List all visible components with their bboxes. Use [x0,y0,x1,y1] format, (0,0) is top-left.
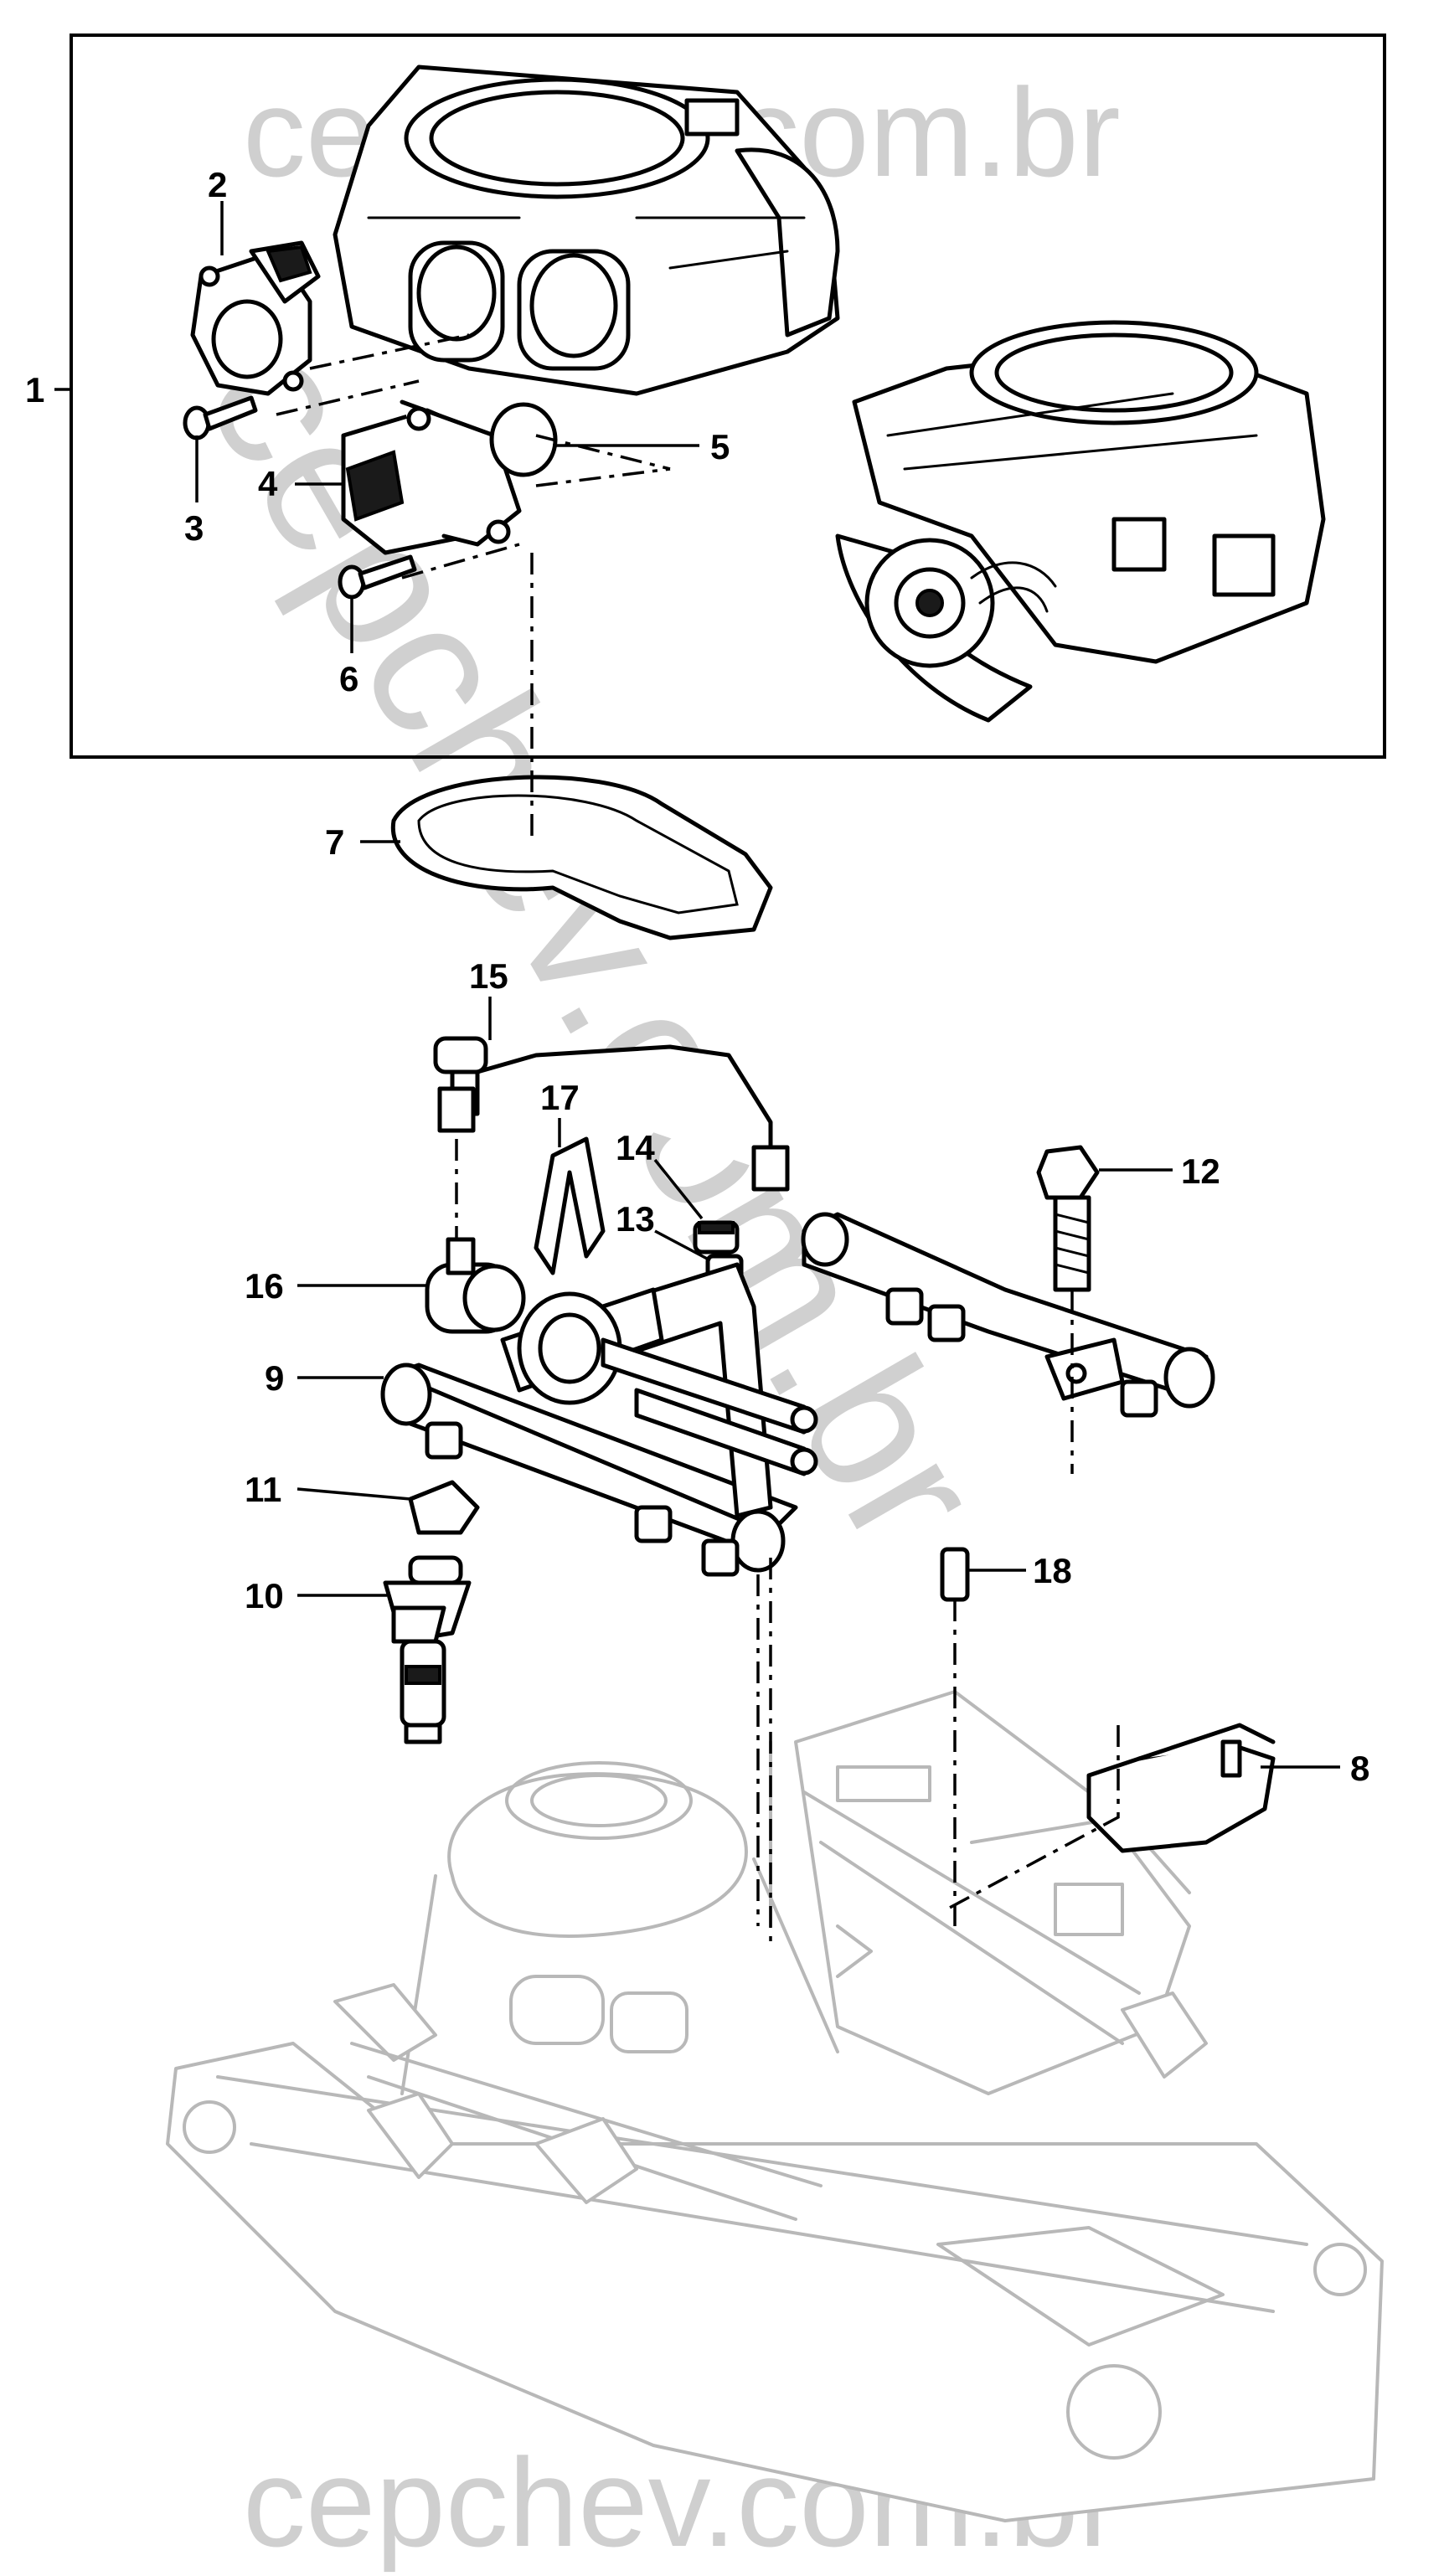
throttle-body-assembled [835,320,1326,723]
callouts: 1 2 3 4 5 6 7 8 9 10 11 12 13 14 15 16 1 [25,165,1369,1788]
part-7-gasket [390,775,773,940]
part-10-fuel-injector [383,1555,472,1744]
part-18-dowel-pin [940,1547,970,1602]
callout-18: 18 [1033,1551,1072,1590]
callout-6: 6 [339,659,358,698]
part-15-pressure-line [433,1036,790,1192]
throttle-body-group-frame [70,33,1386,759]
callout-8: 8 [1350,1749,1369,1788]
assembly-line-rail [756,1558,772,1943]
callout-16: 16 [245,1266,284,1306]
part-8-map-sensor [1086,1723,1276,1853]
throttle-body-exploded [333,64,840,396]
intake-manifold-ghost [166,1690,1384,2522]
callout-15: 15 [469,956,508,996]
part-16-pressure-regulator [425,1237,526,1334]
assembly-line-8 [946,1725,1120,1911]
part-2-throttle-position-sensor [190,240,321,396]
part-3-screw [183,395,258,440]
callout-7: 7 [325,822,344,862]
callout-11: 11 [245,1470,281,1509]
callout-13: 13 [616,1199,655,1239]
callout-10: 10 [245,1576,284,1615]
callout-9: 9 [265,1358,284,1398]
callout-1: 1 [25,370,44,410]
callout-3: 3 [184,508,204,548]
part-12-bolt [1036,1145,1100,1292]
part-9-fuel-rail [380,1212,1215,1577]
callout-12: 12 [1181,1151,1220,1191]
part-5-o-ring [489,402,558,477]
part-11-injector-clip [408,1480,480,1535]
part-6-screw [338,554,417,600]
callout-2: 2 [208,165,227,204]
part-14-cap [693,1220,740,1255]
part-17-retaining-clip [534,1136,606,1275]
callout-17: 17 [540,1078,580,1117]
callout-5: 5 [710,427,730,466]
callout-4: 4 [258,464,278,503]
callout-14: 14 [616,1128,655,1167]
